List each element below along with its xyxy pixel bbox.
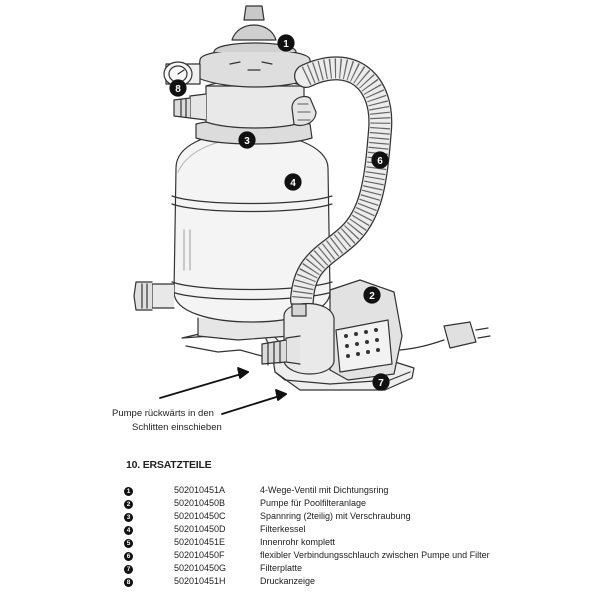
callout-1: 1 [277, 34, 295, 52]
pump-inlet-port [261, 335, 301, 366]
parts-row: 6 502010450F flexibler Verbindungsschlauch… [124, 549, 490, 562]
part-number-badge: 7 [124, 565, 133, 574]
parts-row: 7 502010450G Filterplatte [124, 562, 490, 575]
pressure-gauge [163, 61, 201, 87]
part-number-badge: 5 [124, 539, 133, 548]
part-description: Innenrohr komplett [260, 537, 336, 547]
svg-text:1: 1 [283, 39, 289, 50]
svg-text:4: 4 [290, 178, 296, 189]
part-description: Filterkessel [260, 524, 306, 534]
part-number-cell: 7 [124, 562, 174, 575]
part-description: Druckanzeige [260, 576, 316, 586]
part-number-cell: 2 [124, 497, 174, 510]
part-code: 502010450D [174, 524, 226, 534]
svg-text:3: 3 [244, 136, 250, 147]
callout-6: 6 [371, 151, 389, 169]
parts-row: 2 502010450B Pumpe für Poolfilteranlage [124, 497, 490, 510]
filter-system-diagram: 1 2 3 4 6 7 8 [133, 5, 491, 415]
part-description: flexibler Verbindungsschlauch zwischen P… [260, 550, 490, 560]
part-number-cell: 5 [124, 536, 174, 549]
part-code: 502010451H [174, 576, 226, 586]
insertion-note-line2: Schlitten einschieben [132, 422, 222, 433]
part-number-cell: 4 [124, 523, 174, 536]
part-number-cell: 3 [124, 510, 174, 523]
part-number-cell: 1 [124, 484, 174, 497]
part-number-badge: 3 [124, 513, 133, 522]
svg-text:2: 2 [369, 291, 375, 302]
svg-text:7: 7 [378, 378, 384, 389]
parts-row: 4 502010450D Filterkessel [124, 523, 490, 536]
drain-outlet [133, 281, 175, 311]
part-code: 502010450F [174, 550, 225, 560]
part-number-badge: 6 [124, 552, 133, 561]
part-code: 502010450C [174, 511, 226, 521]
insertion-arrows [159, 367, 287, 415]
part-code: 502010451A [174, 485, 226, 495]
parts-row: 1 502010451A 4-Wege-Ventil mit Dichtungsri… [124, 484, 490, 497]
part-description: 4-Wege-Ventil mit Dichtungsring [260, 485, 389, 495]
part-description: Spannring (2teilig) mit Verschraubung [260, 511, 411, 521]
part-code: 502010451E [174, 537, 226, 547]
part-number-badge: 4 [124, 526, 133, 535]
part-number-cell: 8 [124, 575, 174, 588]
part-number-badge: 1 [124, 487, 133, 496]
parts-row: 5 502010451E Innenrohr komplett [124, 536, 490, 549]
part-number-badge: 2 [124, 500, 133, 509]
flexible-hose [290, 56, 393, 312]
callout-8: 8 [169, 79, 187, 97]
callout-3: 3 [238, 131, 256, 149]
callout-7: 7 [372, 373, 390, 391]
valve-inlet-port [173, 93, 207, 121]
insertion-note-line1: Pumpe rückwärts in den [112, 408, 214, 419]
part-code: 502010450B [174, 498, 226, 508]
callout-2: 2 [363, 286, 381, 304]
part-number-badge: 8 [124, 578, 133, 587]
parts-row: 3 502010450C Spannring (2teilig) mit Versc… [124, 510, 490, 523]
svg-text:6: 6 [377, 156, 383, 167]
parts-row: 8 502010451H Druckanzeige [124, 575, 490, 588]
part-description: Pumpe für Poolfilteranlage [260, 498, 367, 508]
part-number-cell: 6 [124, 549, 174, 562]
callout-4: 4 [284, 173, 302, 191]
part-description: Filterplatte [260, 563, 303, 573]
svg-text:8: 8 [175, 84, 181, 95]
power-cable [399, 321, 491, 351]
spare-parts-table: 1 502010451A 4-Wege-Ventil mit Dichtungsri… [124, 484, 490, 588]
section-title: 10. ERSATZTEILE [126, 459, 212, 471]
part-code: 502010450G [174, 563, 227, 573]
